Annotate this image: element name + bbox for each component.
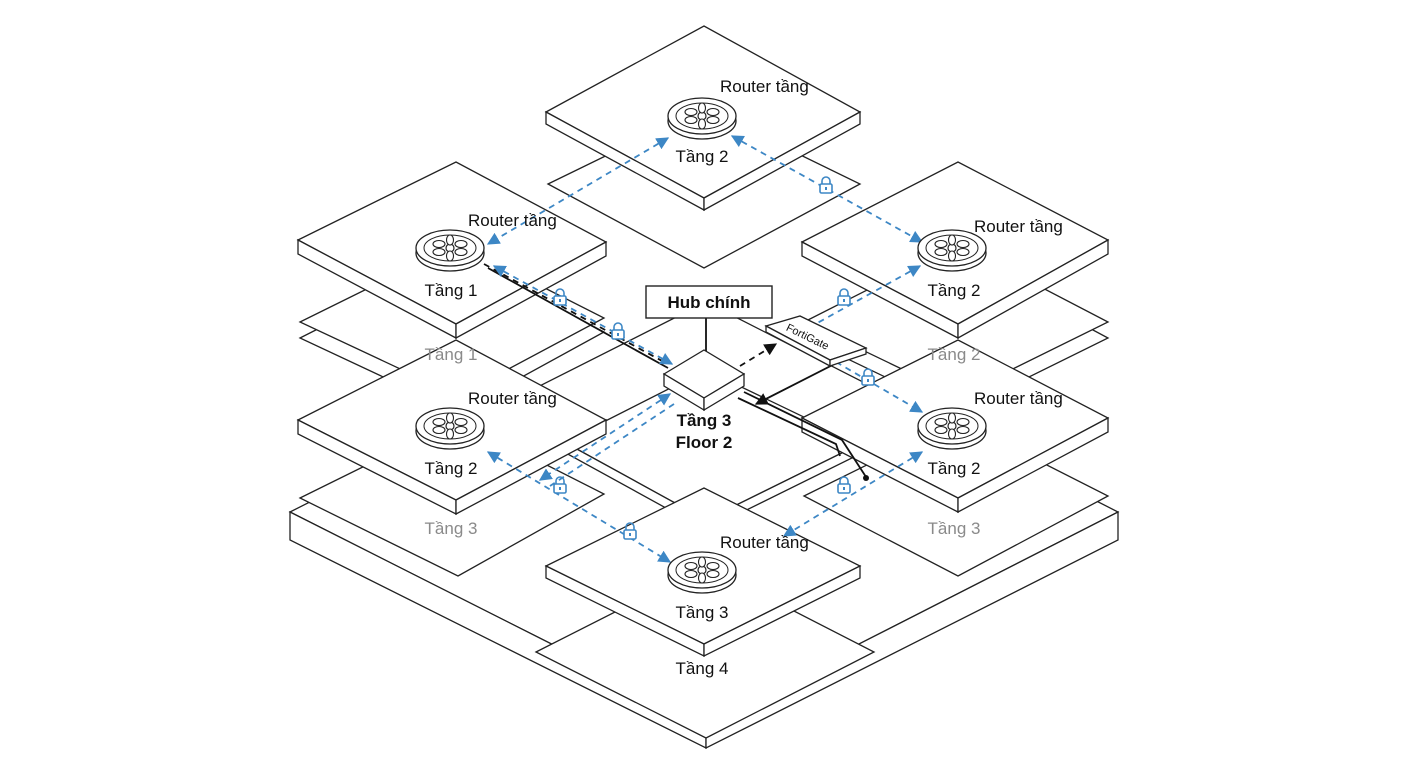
router-top[interactable]: Router tầng Tầng 2 — [667, 77, 809, 166]
hub-floor-label: Tầng 3 — [677, 411, 732, 430]
wired-link-hub-firewall — [739, 343, 778, 367]
lock-icon — [837, 288, 851, 306]
hub-title-box: Hub chính — [645, 285, 773, 319]
router-bottom[interactable]: Router tầng Tầng 3 — [667, 533, 809, 622]
router-icon — [917, 407, 987, 450]
router-icon — [917, 229, 987, 272]
vpn-link-right-lower-bottom — [782, 451, 924, 537]
router-caption: Router tầng — [720, 533, 809, 552]
router-caption: Router tầng — [468, 211, 557, 230]
router-floor: Tầng 2 — [928, 281, 981, 300]
vpn-link-firewall-right-lower — [835, 361, 924, 413]
underlayer-label-bottom: Tầng 4 — [676, 659, 729, 678]
underlayer-label-left-lower: Tầng 3 — [425, 519, 478, 538]
underlayer-label-left-upper: Tầng 1 — [425, 345, 478, 364]
router-floor: Tầng 1 — [425, 281, 478, 300]
vpn-link-top-right-upper — [730, 135, 924, 243]
hub-title: Hub chính — [667, 293, 750, 312]
router-caption: Router tầng — [974, 217, 1063, 236]
firewall-icon[interactable]: FortiGate — [764, 315, 868, 368]
vpn-link-left-lower-bottom — [486, 451, 672, 563]
vpn-link-left-upper-hub — [492, 265, 674, 365]
vpn-link-top-left-upper — [486, 137, 670, 245]
lock-icon — [611, 322, 625, 340]
vpn-link-hub-left-lower-a — [538, 393, 672, 481]
wired-link-endpoint — [863, 475, 869, 481]
router-right-upper[interactable]: Router tầng Tầng 2 — [917, 217, 1063, 300]
vpn-link-right-upper-firewall — [811, 265, 922, 327]
router-right-lower[interactable]: Router tầng Tầng 2 — [917, 389, 1063, 478]
vpn-links — [486, 135, 924, 563]
router-icon — [667, 97, 737, 140]
router-left-upper[interactable]: Router tầng Tầng 1 — [415, 211, 557, 300]
router-caption: Router tầng — [720, 77, 809, 96]
router-floor: Tầng 2 — [928, 459, 981, 478]
hub-floor-sublabel: Floor 2 — [676, 433, 733, 452]
switch-hub-icon[interactable] — [662, 349, 746, 412]
router-icon — [415, 229, 485, 272]
lock-icon — [553, 288, 567, 306]
router-icon — [415, 407, 485, 450]
router-caption: Router tầng — [468, 389, 557, 408]
router-floor: Tầng 3 — [676, 603, 729, 622]
router-icon — [667, 551, 737, 594]
underlayer-label-right-upper: Tầng 2 — [928, 345, 981, 364]
router-left-lower[interactable]: Router tầng Tầng 2 — [415, 389, 557, 478]
router-caption: Router tầng — [974, 389, 1063, 408]
lock-icon — [861, 368, 875, 386]
router-floor: Tầng 2 — [425, 459, 478, 478]
router-floor: Tầng 2 — [676, 147, 729, 166]
underlayer-label-right-lower: Tầng 3 — [928, 519, 981, 538]
